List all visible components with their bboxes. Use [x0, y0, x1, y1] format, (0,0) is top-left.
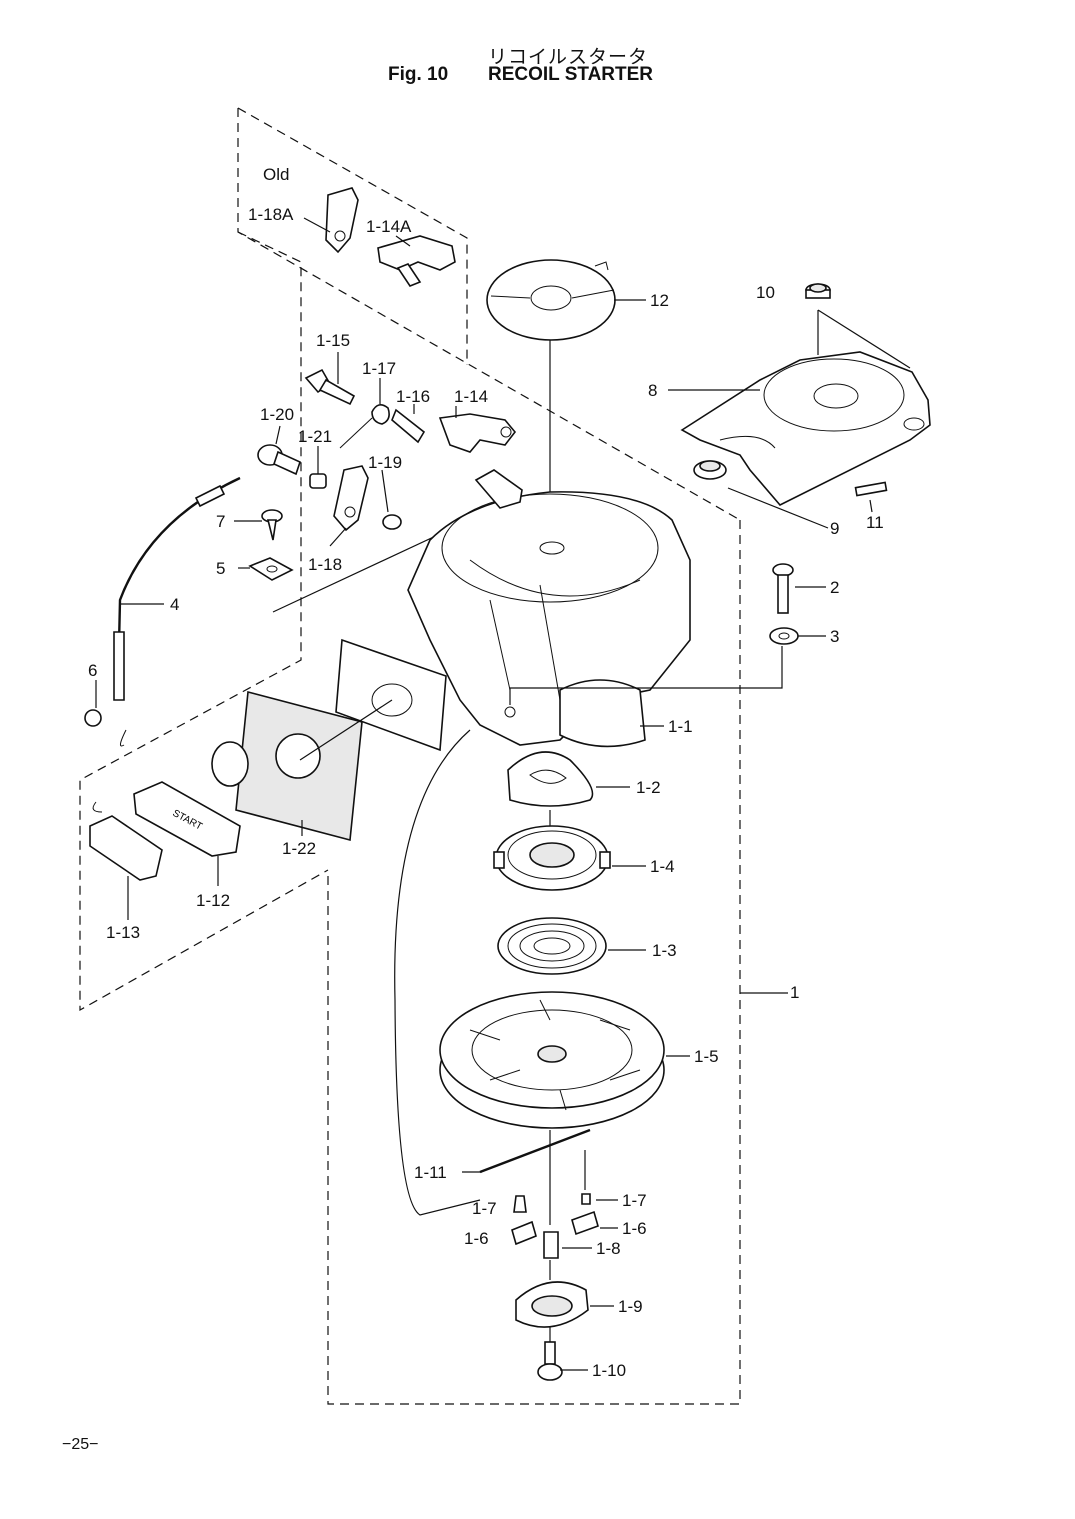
bolt-part-1-10 — [537, 1341, 563, 1381]
leader-3-housing — [509, 646, 783, 705]
old-parts-boundary — [237, 107, 468, 365]
plate-part-12 — [486, 259, 616, 341]
callout-1-2: 1-2 — [636, 778, 661, 797]
handle-part-1-12: START — [133, 741, 249, 857]
callout-1-19: 1-19 — [368, 453, 402, 472]
cable-end-bottom — [113, 631, 125, 701]
spiral-spring-part-1-3 — [497, 917, 607, 975]
spring-case-part-1-4 — [493, 825, 611, 891]
cover-part-8 — [680, 351, 931, 506]
figure-title: RECOIL STARTER — [488, 64, 654, 85]
callout-1-10: 1-10 — [592, 1361, 626, 1380]
inset-label-old: Old — [263, 165, 289, 184]
cable-group-boundary — [79, 231, 329, 1012]
spring-part-1-7-right — [581, 1193, 591, 1205]
callout-1-6-right: 1-6 — [622, 1219, 647, 1238]
rope-line — [299, 699, 393, 761]
callout-6: 6 — [88, 661, 97, 680]
callout-1-11: 1-11 — [414, 1163, 447, 1182]
callout-1-3: 1-3 — [652, 941, 677, 960]
callout-1-9: 1-9 — [618, 1297, 643, 1316]
callout-7: 7 — [216, 512, 225, 531]
callout-1-16: 1-16 — [396, 387, 430, 406]
spring-part-1-7-left — [513, 1195, 527, 1213]
clip-part-6 — [84, 709, 102, 727]
rope-guide — [335, 638, 447, 752]
callout-1-7-right: 1-7 — [622, 1191, 647, 1210]
callout-1-22: 1-22 — [282, 839, 316, 858]
grommet-part-9 — [693, 460, 727, 480]
plate-part-5 — [248, 557, 294, 581]
lever-bracket — [474, 469, 523, 509]
callout-1-7-left: 1-7 — [472, 1199, 497, 1218]
callout-1-20: 1-20 — [260, 405, 294, 424]
rope-path — [394, 729, 481, 1216]
screw-part-7 — [261, 509, 283, 541]
collar-part-1-21 — [309, 473, 327, 489]
link-part-1-14 — [438, 413, 517, 453]
callout-1-12: 1-12 — [196, 891, 230, 910]
callout-8: 8 — [648, 381, 657, 400]
bolt-part-1-20 — [257, 444, 301, 476]
callout-1-13: 1-13 — [106, 923, 140, 942]
callout-9: 9 — [830, 519, 839, 538]
washer-part-3 — [769, 627, 799, 645]
rope-part-1-11 — [479, 1128, 591, 1174]
cable-end-top — [194, 484, 226, 508]
callout-10: 10 — [756, 283, 775, 302]
spring-leg — [339, 417, 373, 449]
lever-group-boundary — [237, 108, 741, 521]
leader-10-a — [817, 309, 911, 369]
callout-1-18A: 1-18A — [248, 205, 294, 224]
callout-1-4: 1-4 — [650, 857, 675, 876]
callout-1-17: 1-17 — [362, 359, 396, 378]
cable-clip — [120, 729, 127, 747]
pawl-part-1-6-left — [511, 1220, 537, 1246]
bolt-part-2 — [772, 563, 794, 614]
lever-part-1-18 — [333, 465, 369, 532]
callout-1-14A: 1-14A — [366, 217, 412, 236]
callout-11: 11 — [866, 513, 884, 532]
callout-1: 1 — [790, 983, 799, 1002]
figure-number: Fig. 10 — [388, 64, 449, 85]
callout-1-8: 1-8 — [596, 1239, 621, 1258]
callout-1-18: 1-18 — [308, 555, 342, 574]
callout-12: 12 — [650, 291, 669, 310]
old-link-1-14A — [377, 235, 456, 287]
pin-part-1-16 — [391, 408, 426, 444]
callout-labels: Old 1 1-1 1-2 1-3 1-4 1-5 1-6 1-6 1-7 1-… — [88, 165, 884, 1380]
callout-1-14: 1-14 — [454, 387, 488, 406]
strip-part-11 — [854, 481, 888, 497]
cable-part-4 — [116, 476, 241, 691]
callout-4: 4 — [170, 595, 179, 614]
friction-plate-part-1-9 — [515, 1281, 589, 1328]
callout-1-21: 1-21 — [298, 427, 332, 446]
washer-part-1-19 — [382, 514, 402, 530]
callout-1-1: 1-1 — [668, 717, 693, 736]
spring-part-1-8 — [543, 1231, 559, 1259]
reel-part-1-5 — [439, 991, 665, 1129]
bolt-part-1-15 — [304, 368, 356, 406]
callout-1-15: 1-15 — [316, 331, 350, 350]
grommet-plate-part-1-22 — [235, 690, 363, 842]
callout-1-6-left: 1-6 — [464, 1229, 489, 1248]
callout-1-5: 1-5 — [694, 1047, 719, 1066]
grommet-part-10 — [805, 283, 831, 299]
callout-3: 3 — [830, 627, 839, 646]
callout-5: 5 — [216, 559, 225, 578]
old-lever-1-18A — [325, 187, 359, 254]
spring-part-1-17 — [371, 404, 390, 425]
pawl-part-1-6-right — [571, 1210, 599, 1236]
leader-lines — [95, 217, 873, 1371]
figure-title-japanese: リコイルスタータ — [488, 46, 649, 68]
main-assembly-boundary — [327, 520, 741, 1405]
knot — [92, 801, 103, 813]
callout-2: 2 — [830, 578, 839, 597]
plate-part-1-2 — [507, 751, 594, 807]
insert-part-1-13 — [89, 815, 163, 881]
starter-housing-part-1-1 — [407, 491, 691, 748]
page-number: −25− — [62, 1436, 99, 1453]
